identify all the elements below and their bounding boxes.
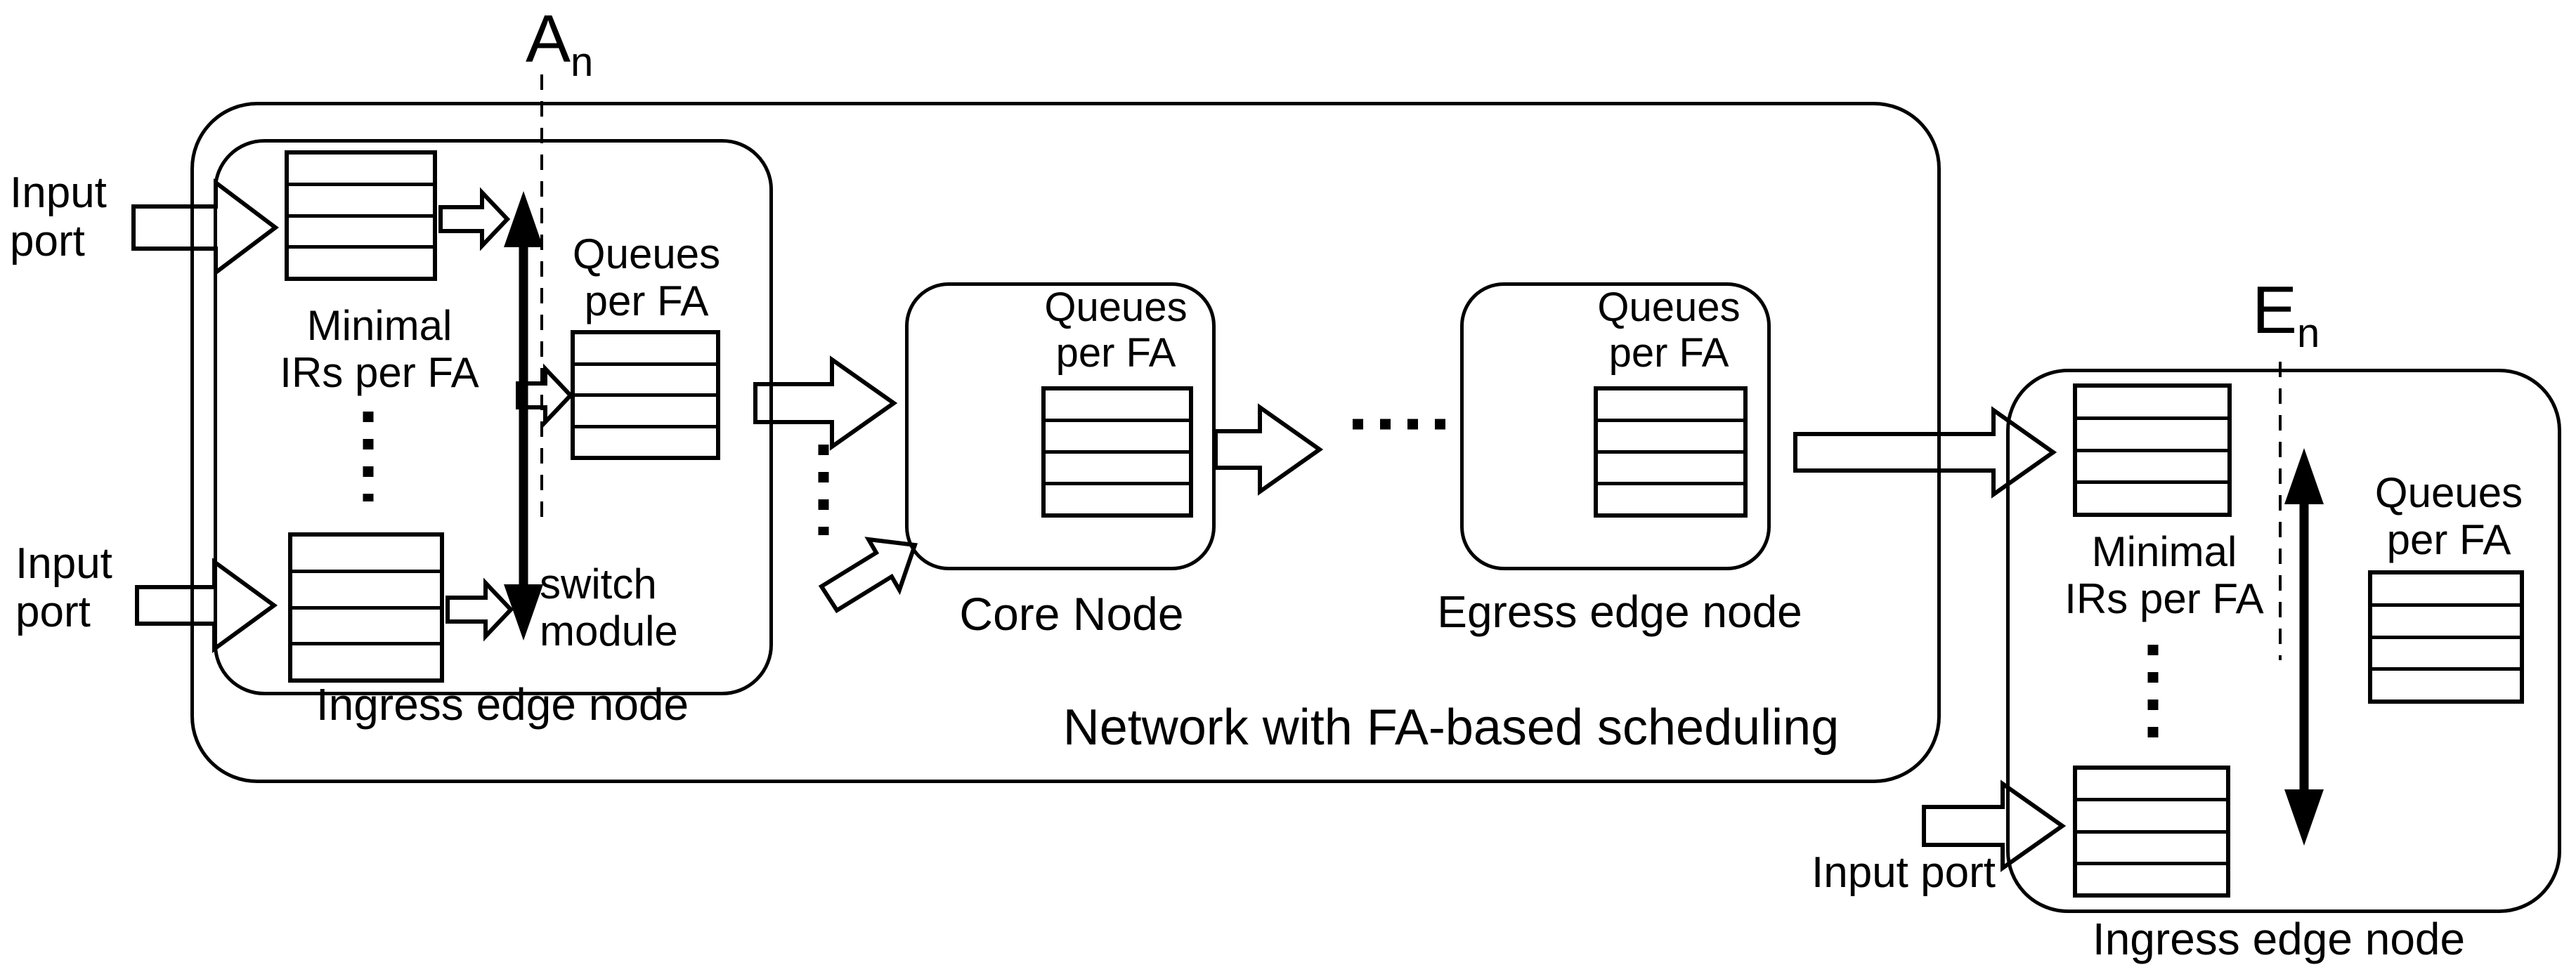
right-ingress-node-title: Ingress edge node	[2092, 914, 2466, 964]
queue-row	[1046, 482, 1189, 513]
right-ingress-minimal-irs-queue-bottom	[2073, 766, 2230, 898]
queue-row	[2077, 448, 2227, 481]
queue-row	[292, 569, 440, 606]
egress-queues-per-fa-box	[1594, 386, 1748, 518]
queue-row	[2077, 388, 2227, 416]
queue-row	[1598, 482, 1743, 513]
queue-row	[289, 214, 433, 246]
queue-row	[575, 362, 716, 394]
right-ingress-queues-per-fa-box	[2368, 570, 2524, 704]
egress-node-title: Egress edge node	[1437, 586, 1802, 637]
queue-row	[2077, 416, 2227, 449]
core-queues-per-fa-box	[1041, 386, 1193, 518]
queue-row	[2077, 480, 2227, 513]
queue-row	[2372, 667, 2520, 700]
queue-row	[1046, 450, 1189, 482]
queue-row	[2077, 861, 2226, 893]
core-queues-per-fa-label: Queues per FA	[1044, 284, 1188, 376]
an-marker-label: An	[526, 1, 594, 86]
queue-row	[2372, 603, 2520, 636]
queue-row	[292, 605, 440, 643]
left-minimal-irs-label: Minimal IRs per FA	[280, 302, 479, 397]
queue-row	[2372, 574, 2520, 603]
egress-queues-per-fa-label: Queues per FA	[1597, 284, 1741, 376]
queue-row	[292, 537, 440, 570]
queue-row	[575, 334, 716, 362]
queue-row	[2077, 829, 2226, 862]
right-ingress-minimal-irs-queue-top	[2073, 383, 2232, 517]
right-ingress-node-box	[2006, 369, 2561, 913]
left-ingress-minimal-irs-queue-bottom	[288, 532, 444, 683]
queue-row	[289, 182, 433, 214]
right-queues-per-fa-label: Queues per FA	[2374, 469, 2523, 564]
queue-row	[575, 424, 716, 457]
queue-row	[1046, 390, 1189, 419]
queue-row	[1598, 419, 1743, 450]
left-queues-per-fa-label: Queues per FA	[572, 230, 721, 325]
en-marker-label: En	[2252, 272, 2320, 357]
network-title: Network with FA-based scheduling	[1062, 700, 1840, 756]
queue-row	[2077, 770, 2226, 798]
input-port-label-right: Input port	[1811, 848, 1996, 897]
input-port-label-top-left: Input port	[10, 169, 107, 266]
queue-row	[289, 155, 433, 183]
queue-row	[2372, 635, 2520, 668]
egress-node-box	[1460, 282, 1771, 570]
left-ingress-node-title: Ingress edge node	[316, 679, 689, 730]
left-ingress-minimal-irs-queue-top	[285, 150, 437, 281]
queue-row	[292, 642, 440, 678]
queue-row	[289, 245, 433, 277]
right-minimal-irs-label: Minimal IRs per FA	[2064, 528, 2264, 623]
queue-row	[1046, 419, 1189, 450]
input-port-label-bottom-left: Input port	[15, 539, 112, 637]
core-node-title: Core Node	[959, 588, 1184, 640]
queue-row	[575, 393, 716, 425]
switch-module-label: switch module	[540, 560, 678, 655]
queue-row	[1598, 390, 1743, 419]
left-ingress-queues-per-fa-box	[571, 330, 720, 460]
queue-row	[2077, 798, 2226, 829]
queue-row	[1598, 450, 1743, 482]
